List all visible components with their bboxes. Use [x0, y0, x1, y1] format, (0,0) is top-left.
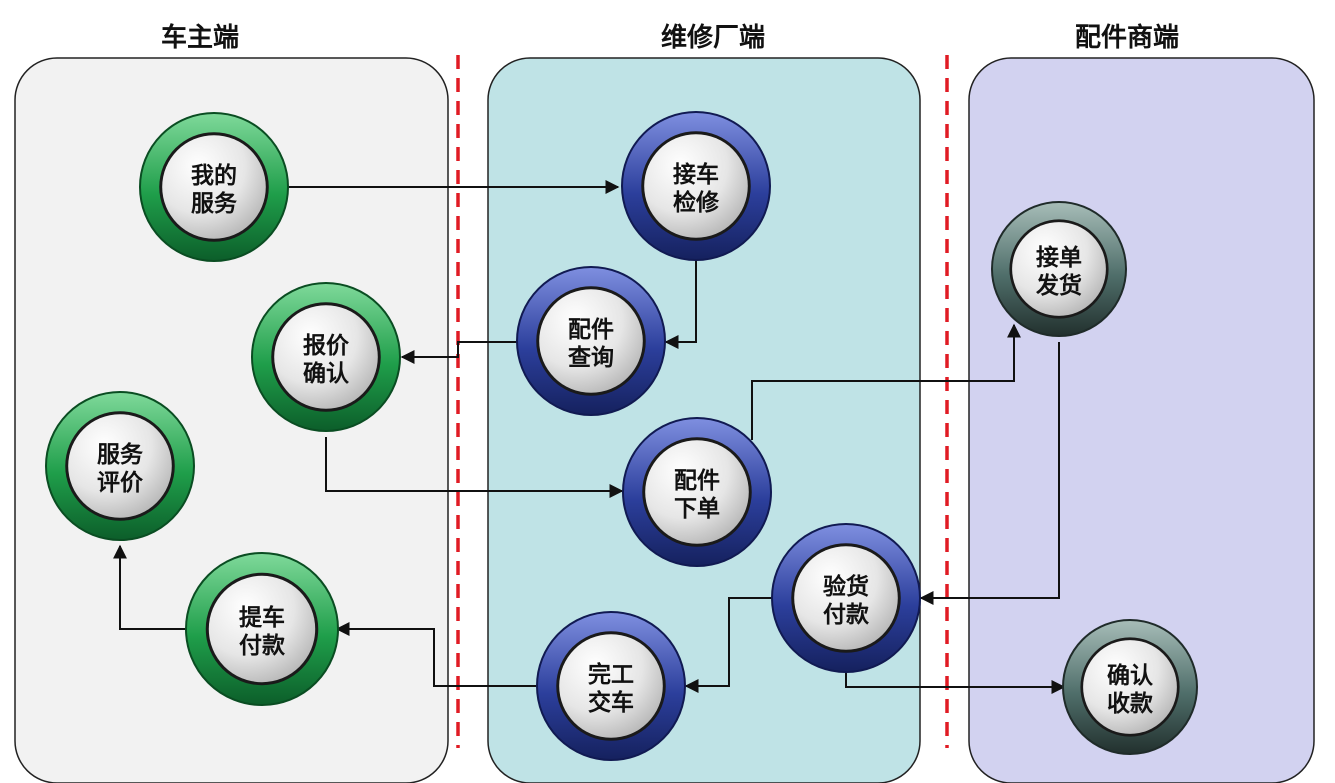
- node-label-line2: 服务: [191, 191, 238, 217]
- node-inner-disc: [1083, 640, 1177, 734]
- arrow-quoteconfirm-to-partsorder: [325, 437, 624, 498]
- node-label-line2: 收款: [1107, 690, 1154, 717]
- node-inner-disc: [559, 634, 663, 738]
- node-inner-disc: [645, 440, 749, 544]
- arrow-partsorder-to-acceptship: [751, 323, 1021, 440]
- node-label-line2: 确认: [303, 361, 349, 387]
- node-label-line1: 报价: [303, 333, 350, 359]
- node-inner-disc: [68, 414, 172, 518]
- lane-title-supplier: 配件商端: [1075, 22, 1179, 53]
- arrow-acceptship-to-inspectpay: [919, 342, 1060, 605]
- node-label-line2: 付款: [823, 601, 870, 628]
- node-label-line2: 付款: [239, 632, 286, 659]
- node-inner-disc: [208, 575, 316, 683]
- node-label-line1: 我的: [191, 162, 237, 189]
- lane-title-shop: 维修厂端: [661, 22, 765, 53]
- lane-owner-panel: [14, 57, 449, 783]
- node-label-line2: 下单: [674, 496, 720, 522]
- node-label-line1: 服务: [97, 442, 144, 468]
- node-inner-disc: [539, 289, 643, 393]
- node-label-line1: 验货: [823, 573, 869, 600]
- arrow-inspectpay-to-confirmrecv: [845, 668, 1066, 694]
- node-inner-disc: [162, 135, 266, 239]
- node-label-line2: 评价: [97, 470, 144, 496]
- node-label-line2: 发货: [1035, 272, 1082, 299]
- node-label-line1: 提车: [239, 604, 285, 631]
- node-layer: 我的服务报价确认服务评价提车付款接车检修配件查询配件下单验货付款完工交车接单发货…: [45, 111, 1198, 761]
- arrow-inspectpay-to-finishdeliver: [684, 597, 772, 693]
- node-label-line1: 完工: [588, 661, 634, 688]
- node-label-line1: 接车: [673, 161, 719, 188]
- node-label-line2: 交车: [588, 689, 634, 716]
- arrow-pickuppay-to-serviceeval: [113, 544, 187, 630]
- connectors: [113, 180, 1066, 694]
- node-inner-disc: [794, 546, 898, 650]
- node-label-line1: 配件: [568, 317, 614, 343]
- node-label-line1: 配件: [674, 468, 720, 494]
- node-label-line1: 接单: [1036, 245, 1082, 271]
- arrow-finishdeliver-to-pickuppay: [335, 622, 536, 687]
- node-inner-disc: [644, 134, 748, 238]
- node-label-line1: 确认: [1107, 663, 1153, 689]
- arrow-partsquery-to-quoteconfirm: [400, 341, 518, 364]
- node-label-line2: 查询: [568, 344, 614, 371]
- lane-title-owner: 车主端: [161, 22, 239, 53]
- arrow-receivecar-to-partsquery: [664, 257, 697, 349]
- node-label-line2: 检修: [673, 189, 720, 216]
- node-inner-disc: [274, 305, 378, 409]
- node-inner-disc: [1012, 222, 1106, 316]
